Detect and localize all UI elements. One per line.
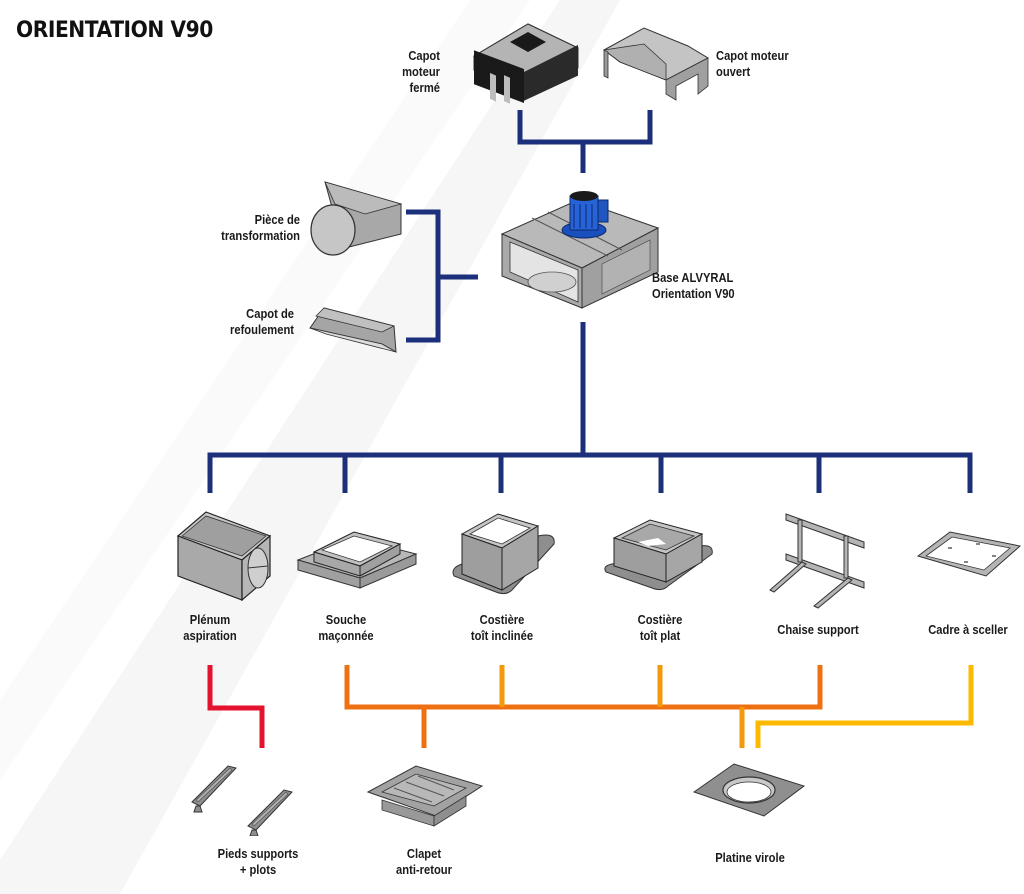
piece-transformation-image[interactable] xyxy=(305,178,405,258)
souche-maconnee-image[interactable] xyxy=(296,516,420,590)
label-capot-ouvert: Capot moteur ouvert xyxy=(716,48,789,79)
costiere-plat-image[interactable] xyxy=(602,512,720,592)
label-plenum: Plénum aspiration xyxy=(183,612,237,643)
label-souche: Souche maçonnée xyxy=(318,612,374,643)
label-capot-ferme: Capot moteur fermé xyxy=(402,48,440,95)
capot-ouvert-image[interactable] xyxy=(600,22,710,102)
connector-supports-bar xyxy=(207,452,973,493)
label-clapet: Clapet anti-retour xyxy=(396,846,452,877)
page-title: ORIENTATION V90 xyxy=(16,18,213,43)
connector-yellow xyxy=(755,665,974,748)
label-capot-refoulement: Capot de refoulement xyxy=(230,306,294,337)
label-cadre: Cadre à sceller xyxy=(928,622,1008,637)
label-base-alvyral: Base ALVYRAL Orientation V90 xyxy=(652,270,735,301)
costiere-inclinee-image[interactable] xyxy=(448,506,560,596)
chaise-support-image[interactable] xyxy=(764,510,874,610)
label-costiere-inclinee: Costière toît inclinée xyxy=(470,612,534,643)
connector-capots xyxy=(517,110,653,145)
label-chaise: Chaise support xyxy=(777,622,859,637)
platine-virole-image[interactable] xyxy=(690,760,810,828)
capot-refoulement-image[interactable] xyxy=(306,302,398,354)
capot-ferme-image[interactable] xyxy=(470,18,582,108)
label-piece-transformation: Pièce de transformation xyxy=(221,212,300,243)
label-pieds: Pieds supports + plots xyxy=(217,846,299,877)
clapet-anti-retour-image[interactable] xyxy=(366,764,484,830)
base-alvyral-image[interactable] xyxy=(494,178,664,312)
label-costiere-plat: Costière toît plat xyxy=(637,612,683,643)
label-platine: Platine virole xyxy=(715,850,785,865)
connector-side-options xyxy=(406,209,441,343)
connector-orange-bar xyxy=(344,665,823,710)
pieds-supports-image[interactable] xyxy=(186,756,310,836)
plenum-aspiration-image[interactable] xyxy=(172,506,272,602)
connector-plenum-pieds xyxy=(207,665,265,748)
cadre-a-sceller-image[interactable] xyxy=(914,526,1024,584)
